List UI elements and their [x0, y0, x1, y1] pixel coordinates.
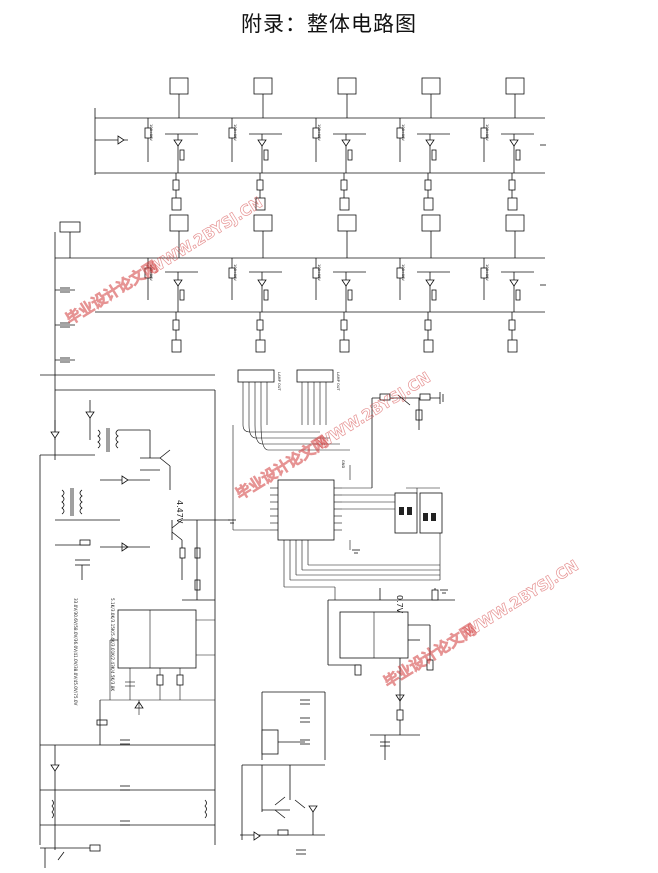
- output-cell: [312, 214, 366, 312]
- svg-text:100+96V: 100+96V: [485, 264, 489, 281]
- dip-switches: [394, 487, 443, 580]
- microcontroller: [232, 425, 440, 600]
- ground-symbols: [228, 144, 546, 594]
- svg-text:100+96V: 100+96V: [401, 264, 405, 281]
- driver-section: [39, 390, 230, 845]
- gnd-label: GND: [341, 460, 345, 468]
- svg-text:100+96V: 100+96V: [317, 124, 321, 141]
- frequency-note: 5.1K/3.0K/3.15K/5.4K/3.01K/2.43K/4.5K/3.…: [110, 598, 115, 691]
- output-cell: [228, 214, 282, 312]
- upper-left-supply: [40, 108, 215, 440]
- output-cell: [228, 77, 282, 173]
- svg-text:100+96V: 100+96V: [317, 264, 321, 281]
- lamp-out-label-2: LAMP OUT: [336, 372, 340, 391]
- drive-column-row-2: [171, 312, 518, 353]
- output-cells-row-1: [144, 77, 534, 173]
- output-cell: [396, 214, 450, 312]
- component-annotations: 100+96V 100+96V 100+96V 100+96V 100+96V …: [149, 124, 489, 281]
- range-note: 33.0V/30.6V/58.0V/36.0V/41.0V/38.0V/45.0…: [73, 598, 78, 706]
- lamp-connectors: LAMP OUT LAMP OUT: [237, 369, 350, 451]
- watermark-cn-1: 毕业设计论文网: [63, 257, 162, 328]
- svg-text:100+96V: 100+96V: [401, 124, 405, 141]
- output-cell: [396, 77, 450, 173]
- page-title: 附录：整体电路图: [241, 12, 417, 36]
- svg-text:100+96V: 100+96V: [149, 124, 153, 141]
- voltage-0-7-label: 0.7V: [395, 595, 404, 614]
- svg-text:100+96V: 100+96V: [149, 264, 153, 281]
- voltage-4-47-label: 4.47V: [175, 500, 184, 524]
- output-cell: [144, 77, 198, 173]
- oscillator-ic: [100, 609, 215, 715]
- regulator-section: [240, 691, 326, 855]
- output-cell: [144, 214, 198, 312]
- output-cell: [312, 77, 366, 173]
- svg-text:100+96V: 100+96V: [485, 124, 489, 141]
- watermark-url-3: WWW.2BYSJ.CN: [461, 556, 582, 641]
- reference-divider: [371, 392, 444, 488]
- output-stage-row-2: [55, 257, 545, 313]
- svg-text:100+96V: 100+96V: [233, 124, 237, 141]
- svg-text:100+96V: 100+96V: [233, 264, 237, 281]
- drive-column-row-1: [171, 173, 518, 211]
- output-cell: [480, 214, 534, 312]
- lamp-out-label-1: LAMP OUT: [277, 372, 281, 391]
- watermark-url-1: WWW.2BYSJ.CN: [145, 193, 266, 278]
- input-section: [40, 700, 215, 868]
- output-cell: [480, 77, 534, 173]
- output-stage-row-1: [95, 117, 545, 174]
- output-cells-row-2: [144, 214, 534, 312]
- comparator-section: [327, 588, 455, 760]
